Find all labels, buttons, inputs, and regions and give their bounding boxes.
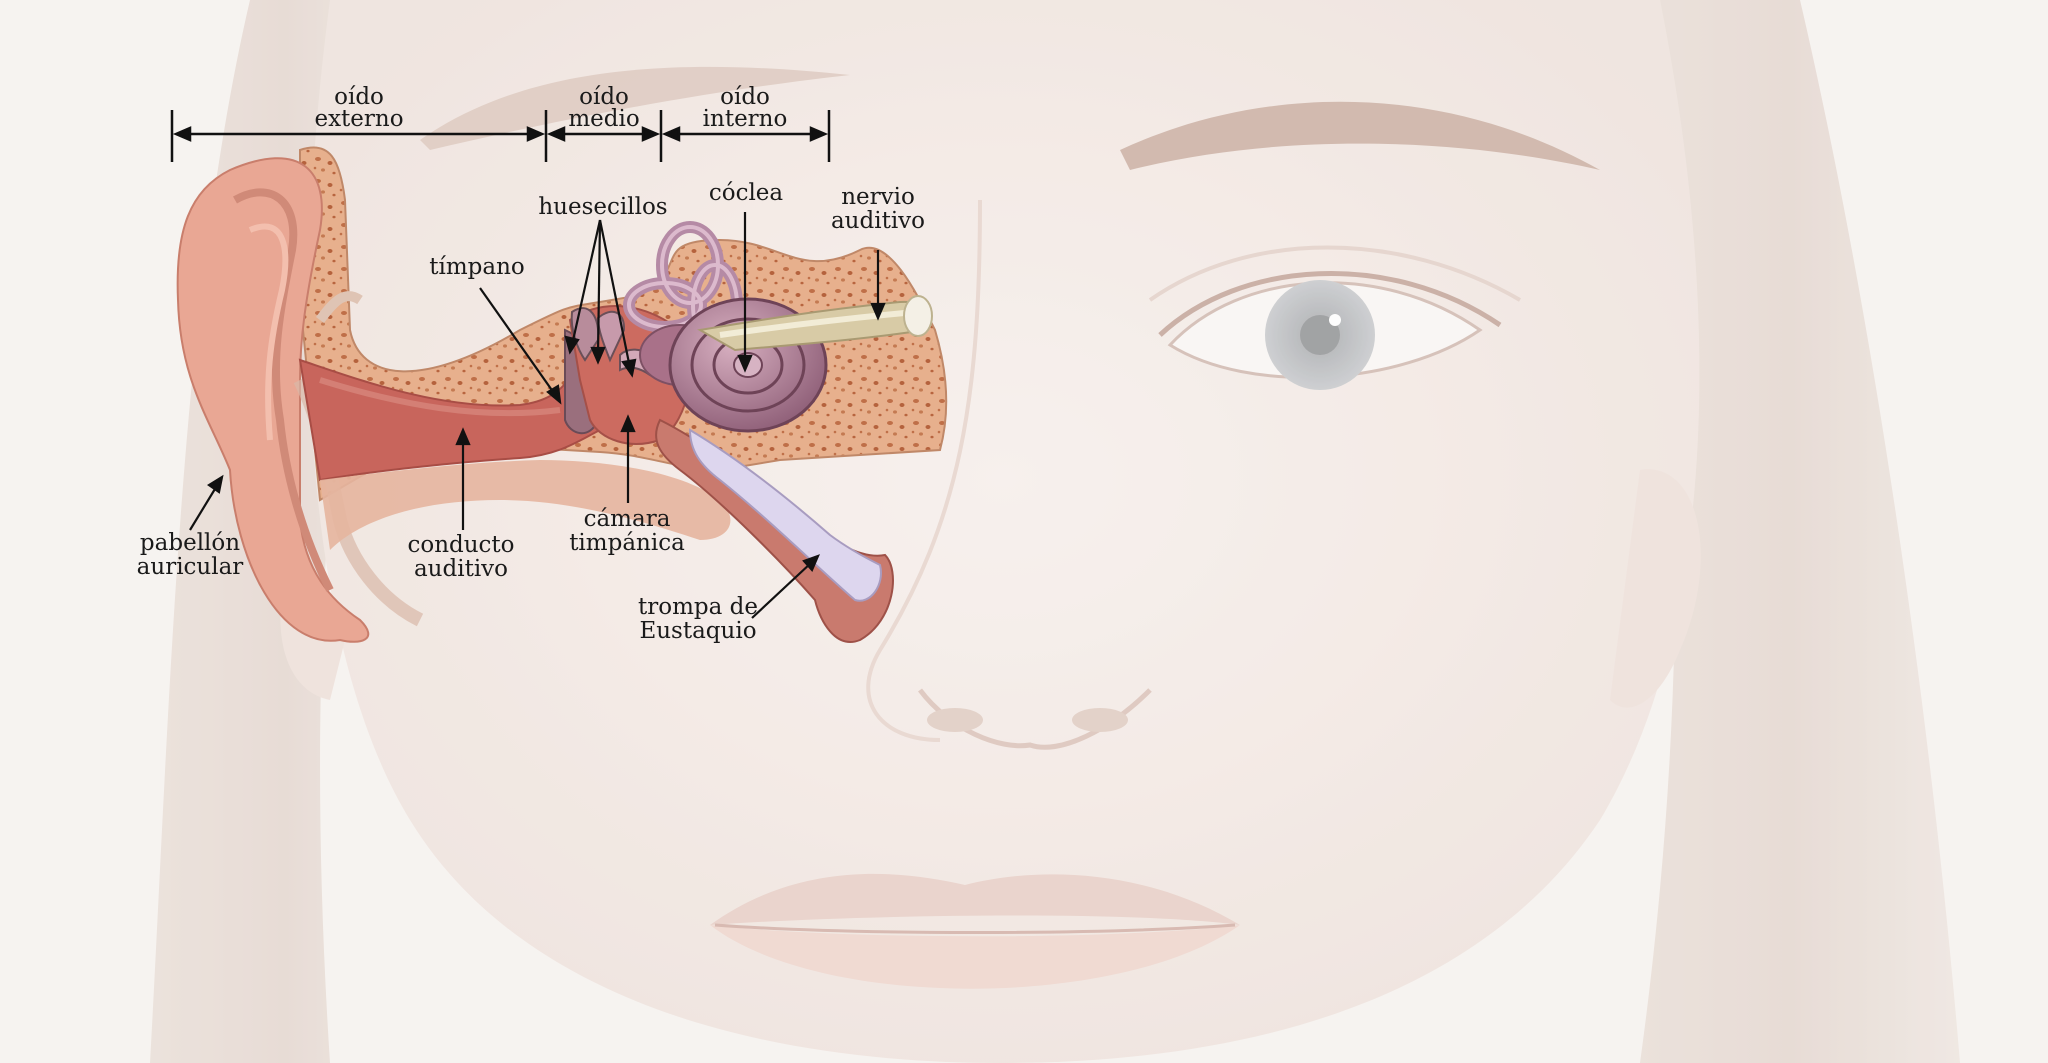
- label-inner-ear-line1: oído: [720, 84, 770, 110]
- label-middle-ear-line1: oído: [579, 84, 629, 110]
- label-outer-ear-line2: externo: [314, 106, 403, 132]
- label-trompa-line2: Eustaquio: [639, 618, 756, 644]
- incus: [596, 310, 626, 363]
- label-huesecillos: huesecillos: [538, 194, 667, 220]
- label-timpano: tímpano: [429, 254, 525, 280]
- eyebrow-left: [420, 66, 850, 150]
- label-middle-ear-line2: medio: [568, 106, 639, 132]
- label-outer-ear-line1: oído: [334, 84, 384, 110]
- pinna-fold: [233, 188, 334, 592]
- label-nervio-line1: nervio: [841, 184, 915, 210]
- lips: [710, 873, 1240, 989]
- label-trompa-line1: trompa de: [638, 594, 758, 620]
- label-coclea: cóclea: [709, 180, 784, 206]
- labels: oído externo oído medio oído interno hue…: [137, 84, 925, 644]
- ear-illustration: [176, 146, 948, 643]
- label-inner-ear-line2: interno: [703, 106, 788, 132]
- label-camara-line2: timpánica: [569, 530, 685, 556]
- label-conducto-line2: auditivo: [414, 556, 508, 582]
- face-ear-right: [1610, 469, 1701, 708]
- section-brackets: [170, 110, 831, 162]
- pinna-inner: [248, 223, 289, 441]
- label-pabellon-line2: auricular: [137, 554, 244, 580]
- nerve-end: [903, 295, 933, 337]
- eye-right: [1148, 245, 1522, 390]
- label-camara-line1: cámara: [584, 506, 671, 532]
- label-pabellon-line1: pabellón: [140, 530, 240, 556]
- hair-right: [1620, 0, 1960, 1063]
- pointer-arrows: [189, 212, 886, 619]
- label-nervio-line2: auditivo: [831, 208, 925, 234]
- label-conducto-line1: conducto: [407, 532, 514, 558]
- pinna: [176, 157, 370, 643]
- nose: [866, 199, 1152, 750]
- eyebrow-right: [1120, 101, 1600, 170]
